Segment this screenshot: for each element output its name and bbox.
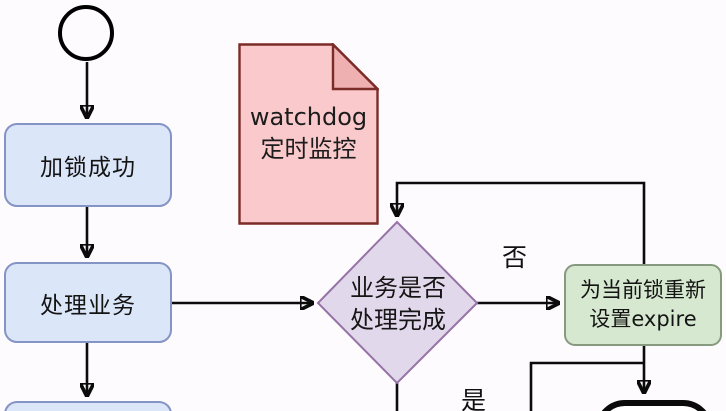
node-lock-success: 加锁成功 — [4, 123, 172, 207]
node-decision-text: 业务是否 处理完成 — [322, 272, 474, 337]
node-reset-expire-line2: 设置expire — [589, 307, 697, 331]
start-node — [58, 5, 114, 61]
edge-label-yes: 是 — [461, 386, 487, 411]
terminal-node — [595, 400, 713, 411]
node-process-business-label: 处理业务 — [40, 292, 136, 319]
node-process-business: 处理业务 — [4, 262, 172, 343]
edge-merge-line — [529, 361, 643, 411]
watchdog-note-text: watchdog 定时监控 — [238, 43, 379, 225]
watchdog-note-shape — [238, 41, 381, 225]
watchdog-note-line1: watchdog — [249, 103, 368, 132]
node-decision-line2: 处理完成 — [350, 306, 446, 335]
node-lock-success-label: 加锁成功 — [40, 155, 136, 181]
edge-reset-loop-to-decision — [397, 181, 646, 264]
node-reset-expire: 为当前锁重新 设置expire — [564, 264, 722, 346]
node-decision-line1: 业务是否 — [350, 274, 446, 302]
edge-label-no: 否 — [502, 243, 528, 272]
watchdog-note-line2: 定时监控 — [260, 135, 357, 163]
node-watchdog-note: watchdog 定时监控 — [238, 41, 381, 225]
node-reset-expire-line1: 为当前锁重新 — [580, 277, 706, 302]
